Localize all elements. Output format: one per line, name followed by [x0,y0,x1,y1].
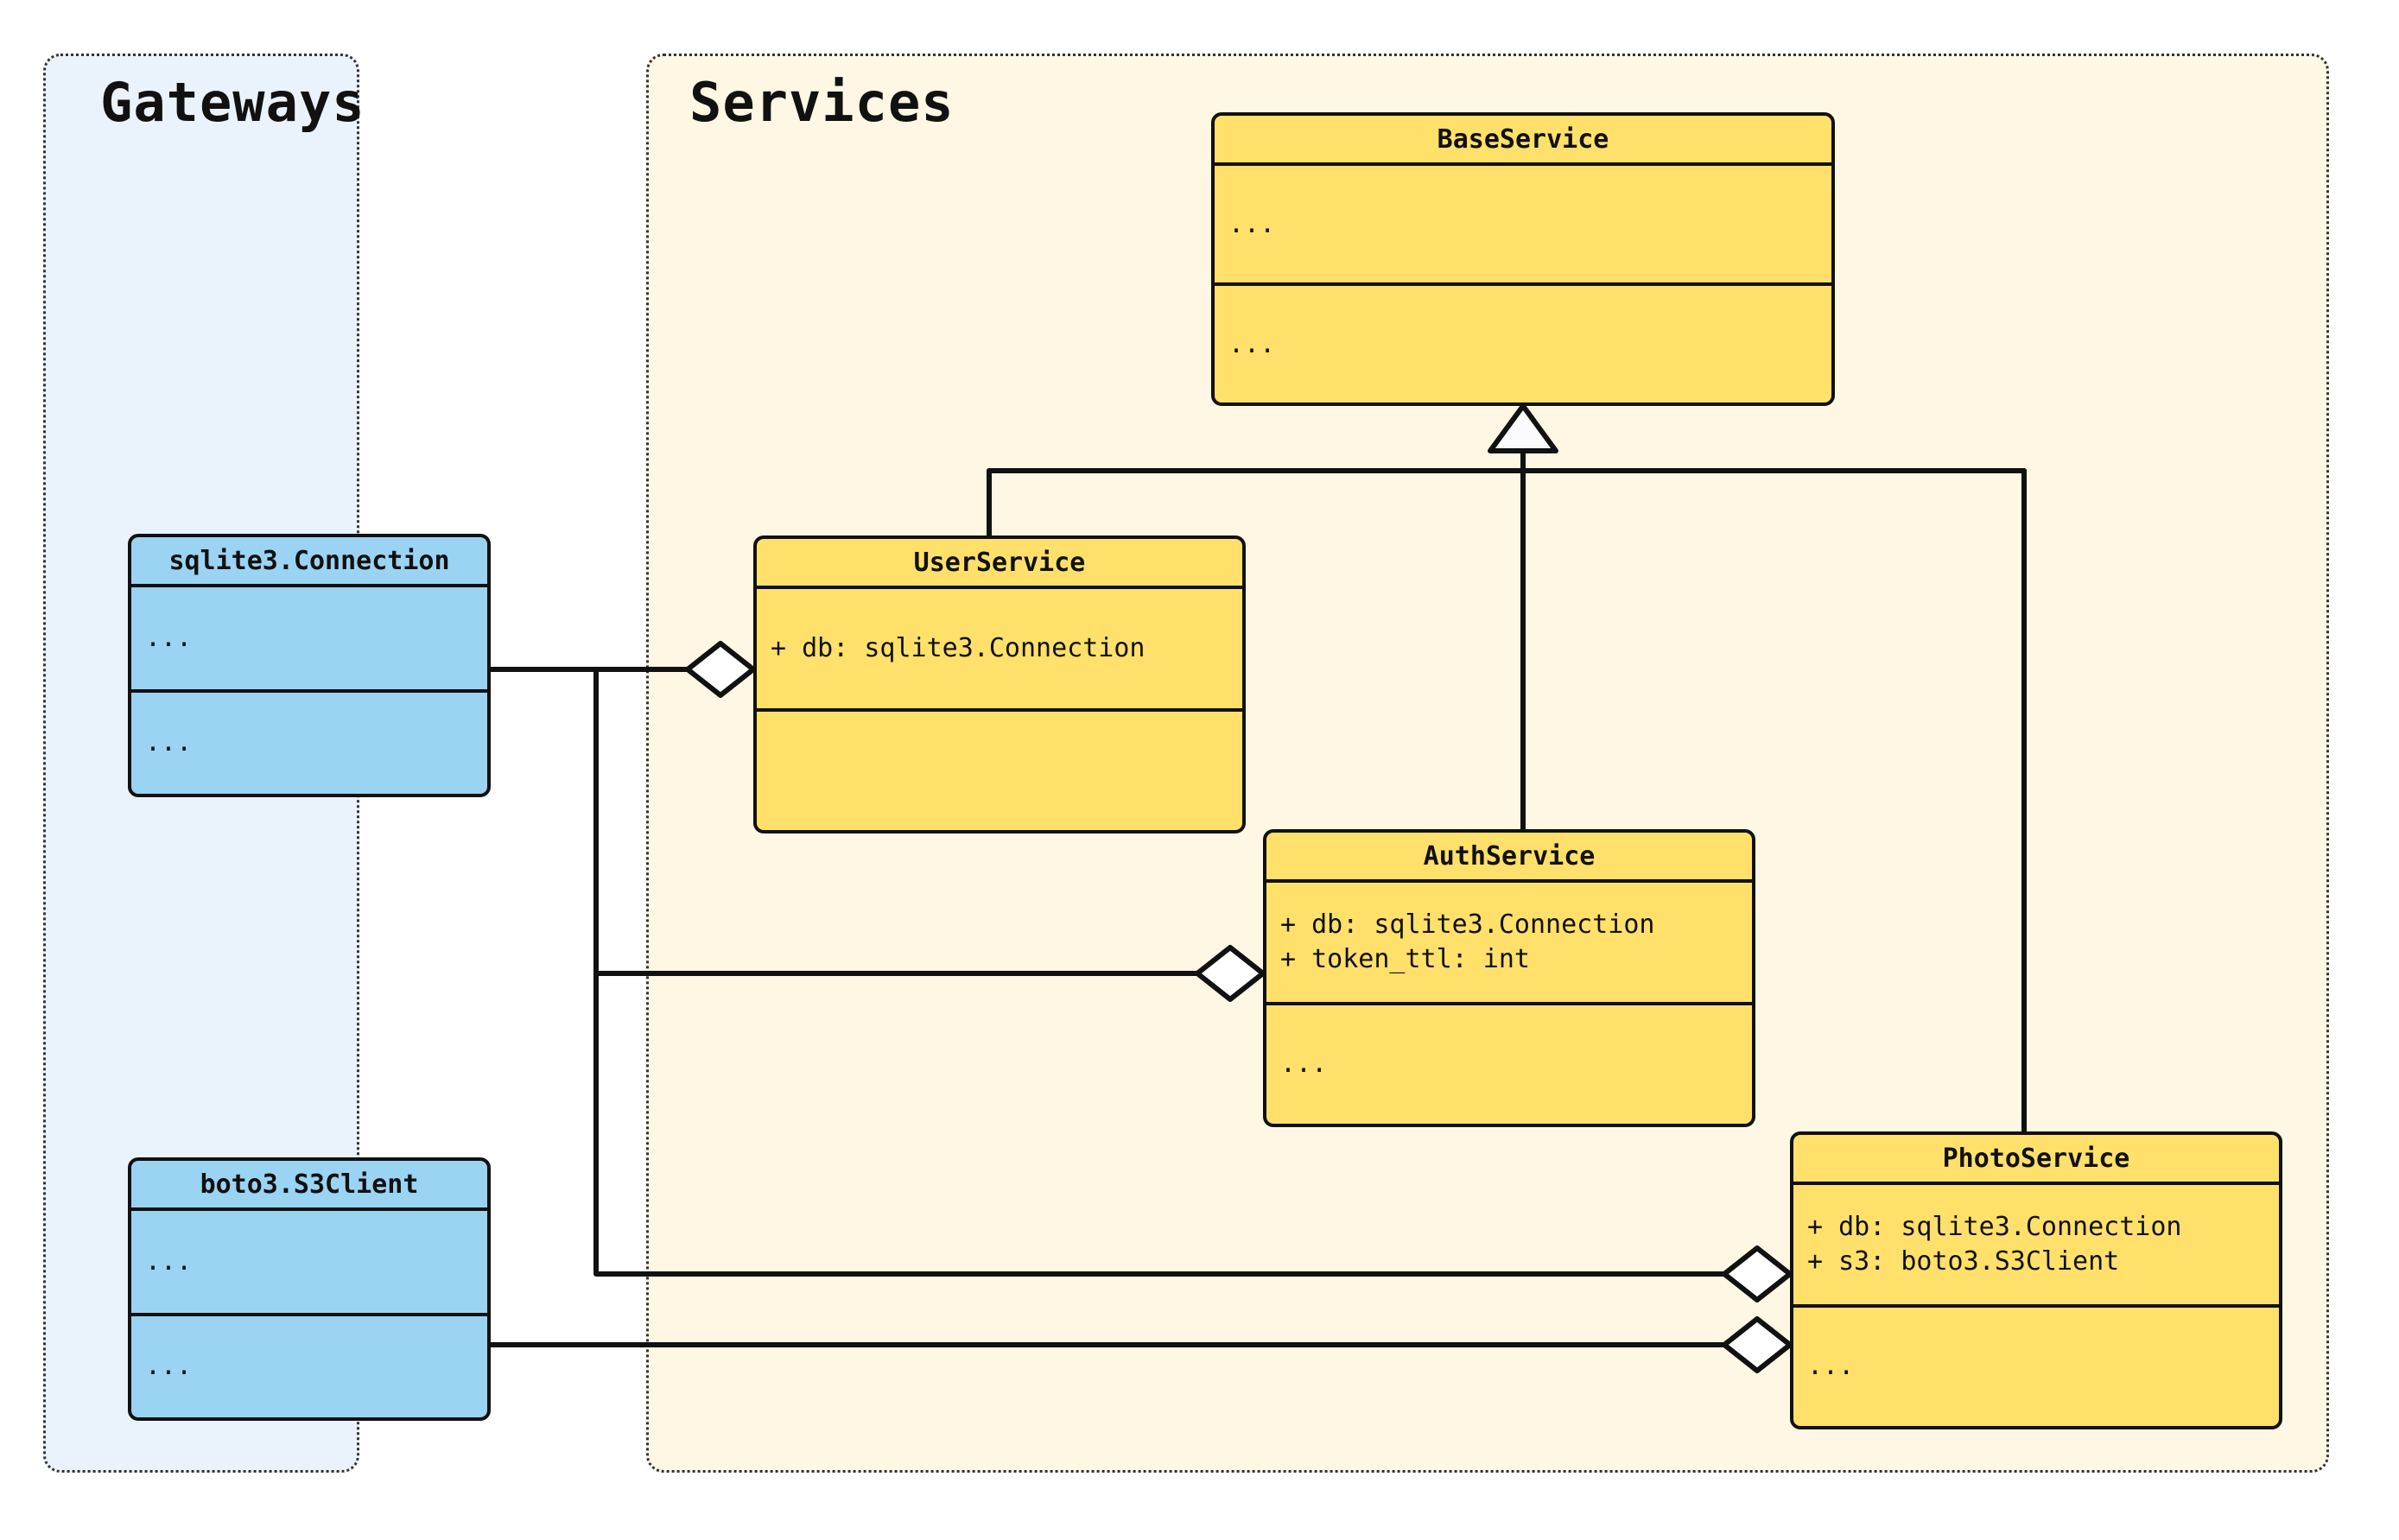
class-attributes-compartment: ... [1215,162,1831,282]
class-box-boto3-s3client[interactable]: boto3.S3Client ... ... [128,1157,491,1421]
class-name-authservice: AuthService [1423,840,1596,871]
class-methods-compartment: ... [1215,282,1831,402]
class-box-userservice[interactable]: UserService + db: sqlite3.Connection [753,536,1246,833]
class-method: ... [145,727,193,758]
class-title-compartment: AuthService [1266,833,1752,879]
class-method: ... [1807,1351,1855,1382]
class-box-baseservice[interactable]: BaseService ... ... [1211,112,1835,406]
class-attribute: ... [1228,208,1276,239]
class-name-sqlite3-connection: sqlite3.Connection [168,545,450,576]
class-attribute: + token_ttl: int [1280,943,1530,974]
class-attributes-compartment: ... [131,584,487,689]
class-methods-compartment [757,707,1242,831]
class-attribute: + db: sqlite3.Connection [1807,1211,2182,1242]
class-title-compartment: BaseService [1215,116,1831,162]
class-attribute: ... [145,1245,193,1277]
class-methods-compartment: ... [1266,1001,1752,1125]
class-method: ... [1280,1049,1328,1080]
class-attribute: + s3: boto3.S3Client [1807,1245,2120,1277]
class-methods-compartment: ... [131,1312,487,1418]
class-method: ... [1228,328,1276,359]
class-methods-compartment: ... [131,688,487,795]
class-attribute: + db: sqlite3.Connection [1280,909,1655,940]
class-box-photoservice[interactable]: PhotoService + db: sqlite3.Connection + … [1790,1131,2282,1429]
class-title-compartment: boto3.S3Client [131,1161,487,1207]
class-attributes-compartment: + db: sqlite3.Connection + token_ttl: in… [1266,879,1752,1002]
class-title-compartment: PhotoService [1793,1135,2279,1182]
package-services-title: Services [689,71,955,134]
class-attributes-compartment: + db: sqlite3.Connection [757,586,1242,708]
class-name-photoservice: PhotoService [1942,1143,2130,1174]
class-attributes-compartment: + db: sqlite3.Connection + s3: boto3.S3C… [1793,1182,2279,1304]
class-box-sqlite3-connection[interactable]: sqlite3.Connection ... ... [128,534,491,797]
class-title-compartment: UserService [757,539,1242,586]
class-method: ... [145,1351,193,1382]
class-attribute: ... [145,622,193,653]
class-attribute: + db: sqlite3.Connection [771,632,1146,663]
class-attributes-compartment: ... [131,1207,487,1313]
package-gateways-title: Gateways [100,71,365,134]
class-name-baseservice: BaseService [1437,124,1609,155]
class-methods-compartment: ... [1793,1303,2279,1427]
class-name-boto3-s3client: boto3.S3Client [200,1169,419,1200]
class-name-userservice: UserService [913,547,1086,578]
class-title-compartment: sqlite3.Connection [131,537,487,584]
class-box-authservice[interactable]: AuthService + db: sqlite3.Connection + t… [1263,829,1755,1127]
